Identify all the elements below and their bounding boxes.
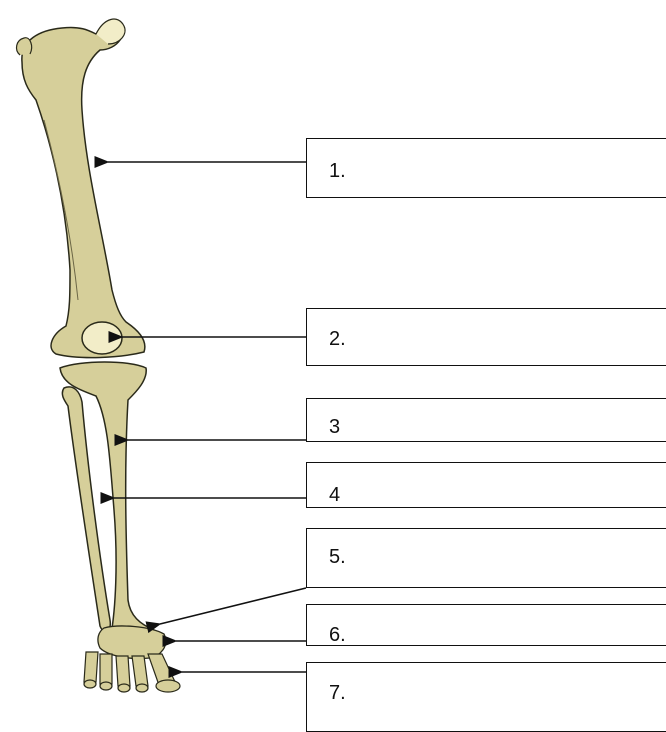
foot-bones	[84, 652, 180, 692]
label-box-3[interactable]: 3	[306, 398, 666, 442]
femur	[17, 19, 145, 358]
label-number: 4	[329, 485, 340, 505]
label-number: 1.	[329, 161, 346, 181]
label-number: 2.	[329, 329, 346, 349]
label-box-4[interactable]: 4	[306, 462, 666, 508]
label-box-5[interactable]: 5.	[306, 528, 666, 588]
arrow-5	[160, 588, 306, 624]
label-number: 3	[329, 417, 340, 437]
label-number: 5.	[329, 547, 346, 567]
label-box-7[interactable]: 7.	[306, 662, 666, 732]
patella	[82, 322, 122, 354]
label-number: 7.	[329, 683, 346, 703]
pointer-arrows	[108, 162, 306, 672]
label-box-2[interactable]: 2.	[306, 308, 666, 366]
fibula	[62, 387, 110, 632]
label-number: 6.	[329, 625, 346, 645]
label-box-6[interactable]: 6.	[306, 604, 666, 646]
label-box-1[interactable]: 1.	[306, 138, 666, 198]
